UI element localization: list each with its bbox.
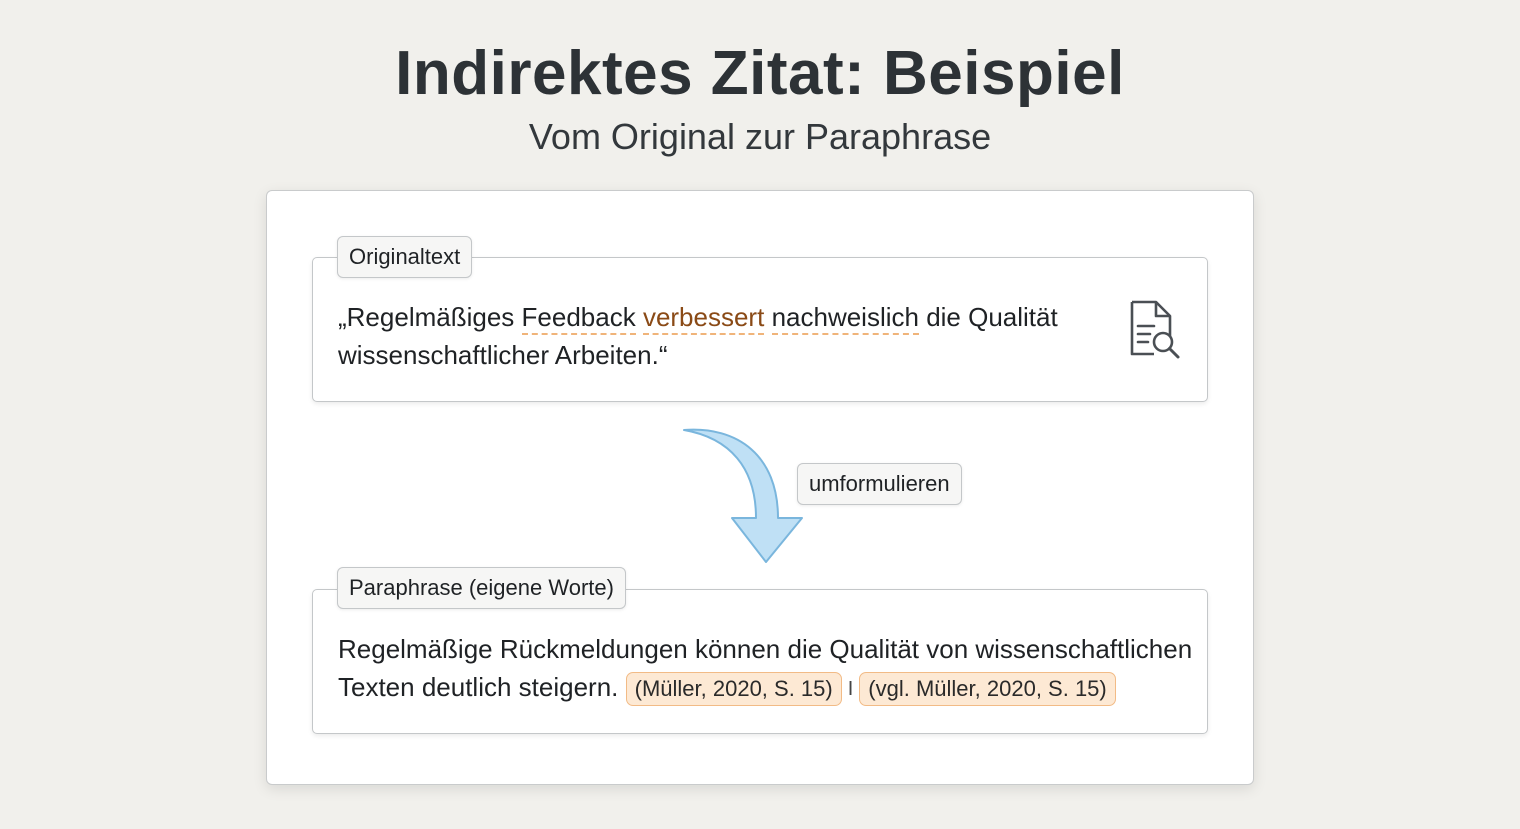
citation-badge-vgl: (vgl. Müller, 2020, S. 15): [859, 672, 1116, 707]
original-text-box: [312, 257, 1208, 402]
underlined-word-nachweislich: nachweislich: [771, 302, 919, 335]
original-text-label: Originaltext: [337, 236, 473, 278]
citation-separator: I: [847, 678, 854, 701]
paraphrase-label: Paraphrase (eigene Worte): [337, 567, 626, 609]
curved-down-arrow-icon: [683, 428, 803, 563]
underlined-word-feedback: Feedback: [521, 302, 636, 335]
paraphrase-text: Regelmäßige Rückmeldungen können die Qua…: [338, 630, 1198, 708]
reformulate-label: umformulieren: [797, 463, 962, 505]
word-space: [636, 302, 643, 332]
document-search-icon: [1130, 300, 1180, 359]
page-subtitle: Vom Original zur Paraphrase: [528, 116, 992, 157]
original-text: „Regelmäßiges Feedback verbessert nachwe…: [338, 298, 1098, 374]
original-text-start: „Regelmäßiges: [338, 302, 522, 332]
paraphrase-box: [312, 589, 1208, 734]
citation-badge: (Müller, 2020, S. 15): [625, 672, 842, 707]
original-text-end: die Qualität wissenschaftlicher Arbeiten…: [338, 302, 1058, 370]
highlighted-word-verbessert: verbessert: [642, 302, 765, 335]
page-title: Indirektes Zitat: Beispiel: [395, 39, 1125, 108]
paraphrase-sentence: Regelmäßige Rückmeldungen können die Qua…: [338, 634, 1193, 702]
word-space: [764, 302, 771, 332]
